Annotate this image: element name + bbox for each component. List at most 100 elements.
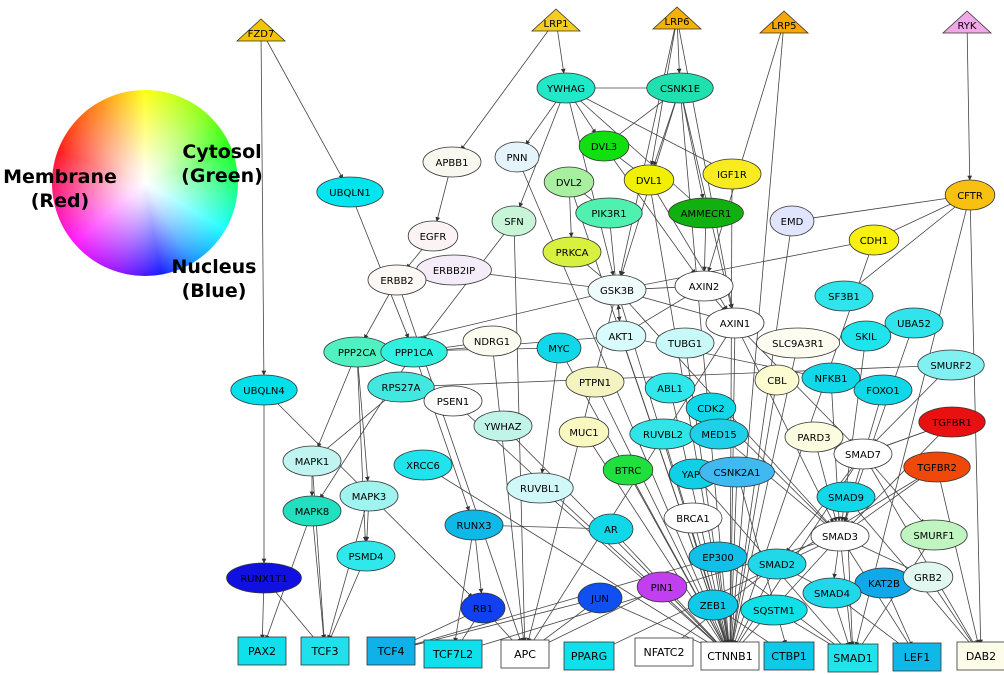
node-pparg: PPARG <box>563 641 615 671</box>
node-ar-shape <box>588 513 634 545</box>
node-igf1r: IGF1R <box>702 158 762 190</box>
node-pnn-shape <box>494 141 540 173</box>
node-ryk-label: RYK <box>958 21 977 32</box>
node-lrp6-label: LRP6 <box>665 17 690 28</box>
node-ryk-shape <box>941 10 993 34</box>
node-tgfbr2: TGFBR2 <box>903 451 971 483</box>
node-jun-shape <box>577 582 623 614</box>
edge-csnk1e-ammecr1 <box>679 87 705 199</box>
edge-ppp2ca-psmd4 <box>356 351 368 542</box>
node-mapk1-label: MAPK1 <box>295 457 329 468</box>
edge-psen1-ctnnb1 <box>452 400 722 649</box>
legend-membrane: Membrane (Red) <box>0 165 120 213</box>
node-mapk8-shape <box>282 495 342 527</box>
edge-tgfbr1-smad3 <box>850 421 953 526</box>
node-ubqln1-shape <box>316 176 384 208</box>
edge-ppp2ca-mapk3 <box>356 351 370 482</box>
edge-lrp5-axin2 <box>707 21 785 273</box>
node-runx1t1: RUNX1T1 <box>226 562 302 594</box>
node-runx1t1-shape <box>226 562 302 594</box>
node-smurf2-shape <box>917 349 985 381</box>
node-ywhag: YWHAG <box>536 72 596 104</box>
node-apbb1-label: APBB1 <box>436 158 469 169</box>
node-psmd4: PSMD4 <box>336 540 396 572</box>
node-abl1: ABL1 <box>644 372 696 404</box>
node-psen1-label: PSEN1 <box>437 397 470 408</box>
node-lrp1: LRP1 <box>530 8 582 32</box>
node-sf3b1: SF3B1 <box>814 280 874 312</box>
node-pik3r1-shape <box>575 197 643 229</box>
node-tubg1-shape <box>655 327 715 359</box>
edge-brca1-ctnnb1 <box>692 517 729 645</box>
node-sfn-label: SFN <box>504 217 524 228</box>
node-smad3: SMAD3 <box>810 520 870 552</box>
node-tcf4-label: TCF4 <box>376 645 404 658</box>
node-dab2-label: DAB2 <box>966 650 996 663</box>
node-ep300-label: EP300 <box>702 553 733 564</box>
node-runx3: RUNX3 <box>444 509 504 541</box>
node-smad3-shape <box>810 520 870 552</box>
node-dab2: DAB2 <box>956 641 1004 671</box>
node-dvl3-shape <box>578 130 630 162</box>
node-skil-shape <box>840 320 892 352</box>
node-prkca-shape <box>542 236 602 268</box>
node-nfatc2-label: NFATC2 <box>644 646 685 659</box>
node-axin1: AXIN1 <box>705 307 765 339</box>
node-skil-label: SKIL <box>855 332 877 343</box>
node-smad9-shape <box>816 481 876 513</box>
node-ywhaz-label: YWHAZ <box>483 422 521 433</box>
node-zeb1: ZEB1 <box>687 589 739 621</box>
edge-fzd7-ubqln1 <box>260 29 344 180</box>
edge-pin1-apc <box>535 586 663 650</box>
node-nfkb1-label: NFKB1 <box>814 374 847 385</box>
node-ctbp1: CTBP1 <box>763 641 815 671</box>
node-apc: APC <box>500 639 550 669</box>
node-cbl-shape <box>754 364 800 396</box>
edge-ppp2ca-mapk1 <box>317 351 358 448</box>
edge-mapk1-tcf3 <box>311 460 327 640</box>
node-med15-shape <box>689 418 749 450</box>
node-axin1-label: AXIN1 <box>720 319 750 330</box>
edge-ep300-tcf4 <box>402 556 719 649</box>
node-sqstm1-label: SQSTM1 <box>753 606 795 617</box>
node-jun: JUN <box>577 582 623 614</box>
node-psmd4-shape <box>336 540 396 572</box>
node-erbb2ip-label: ERBB2IP <box>433 266 475 277</box>
node-smad1-label: SMAD1 <box>833 652 872 665</box>
node-rps27a: RPS27A <box>367 371 435 403</box>
node-tcf3-shape <box>300 636 350 666</box>
edge-tgfbr2-dab2 <box>936 466 980 645</box>
edge-smad3-ctnnb1 <box>737 535 841 648</box>
node-btrc-label: BTRC <box>615 466 641 477</box>
edge-lrp1-apbb1 <box>460 19 557 151</box>
node-ammecr1: AMMECR1 <box>668 197 744 229</box>
node-ppp2ca: PPP2CA <box>323 336 391 368</box>
node-tcf3: TCF3 <box>300 636 350 666</box>
node-ep300-shape <box>688 541 748 573</box>
node-tcf4: TCF4 <box>366 636 416 666</box>
node-pik3r1-label: PIK3R1 <box>591 209 626 220</box>
node-cftr: CFTR <box>944 179 996 211</box>
node-lef1-label: LEF1 <box>904 651 930 664</box>
legend-membrane-line2: (Red) <box>30 190 90 212</box>
node-ctnnb1: CTNNB1 <box>700 641 760 671</box>
node-tgfbr2-label: TGFBR2 <box>916 463 957 474</box>
legend-nucleus-line1: Nucleus <box>171 256 257 278</box>
node-axin1-shape <box>705 307 765 339</box>
edge-axin1-smad3 <box>734 322 834 523</box>
node-tcf7l2: TCF7L2 <box>423 639 483 669</box>
node-erbb2-shape <box>367 264 427 296</box>
node-ywhag-label: YWHAG <box>546 84 585 95</box>
node-smad1: SMAD1 <box>827 643 879 673</box>
node-ubqln1-label: UBQLN1 <box>329 188 370 199</box>
node-muc1-label: MUC1 <box>569 428 598 439</box>
node-ammecr1-label: AMMECR1 <box>681 209 732 220</box>
node-dvl2-label: DVL2 <box>556 178 582 189</box>
node-pin1-shape <box>636 571 688 603</box>
node-sqstm1: SQSTM1 <box>740 594 808 626</box>
node-smad2: SMAD2 <box>747 548 807 580</box>
legend-nucleus-line2: (Blue) <box>181 280 247 302</box>
node-cdh1-shape <box>848 224 900 256</box>
node-sfn-shape <box>491 205 537 237</box>
